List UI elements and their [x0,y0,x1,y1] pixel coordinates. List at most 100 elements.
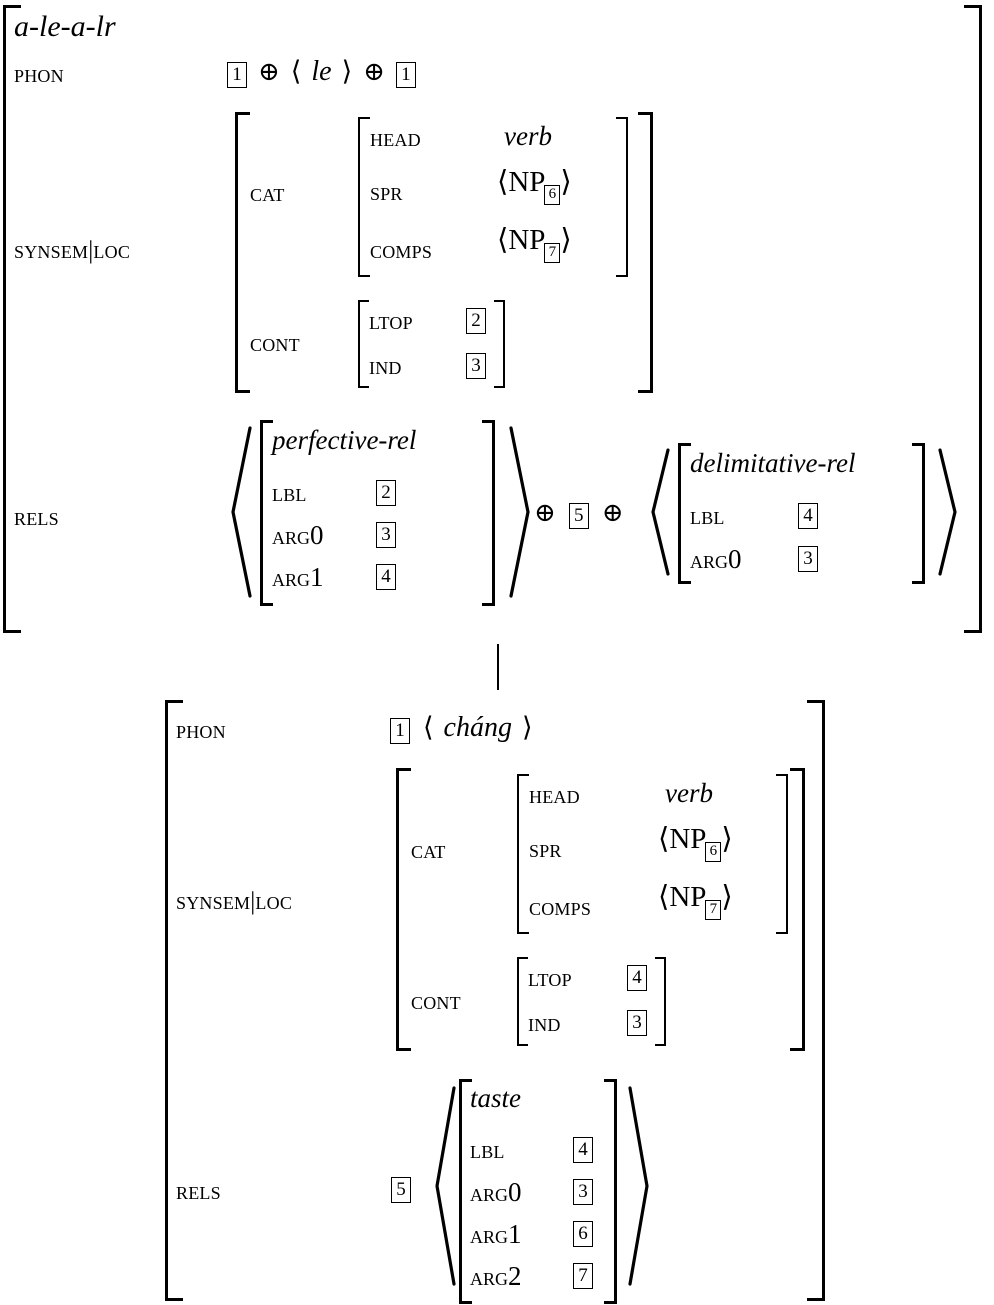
angle-open-icon: ⟨ [497,166,509,198]
phon-tag-right: 1 [395,62,416,88]
angle-close-icon: ⟩ [560,166,572,198]
top-cont-left-bracket [358,300,369,388]
angle-close-icon: ⟩ [560,224,572,256]
arg-word: ARG [470,1264,509,1291]
delimitative-rel-type: delimitative-rel [690,448,856,478]
bottom-spr-label: SPR [529,836,562,863]
arg2-tag: 7 [573,1263,593,1289]
oplus-icon-3: ⊕ [534,498,556,527]
arg-index: 1 [508,1219,522,1249]
top-phon-value: 1 ⊕ ⟨ le ⟩ ⊕ 1 [227,58,416,88]
top-head-value: verb [504,121,552,151]
oplus-icon-1: ⊕ [258,57,280,86]
top-cat-label: CAT [250,180,285,207]
phon-item: le [311,56,332,87]
arg1-tag: 4 [376,564,396,590]
bottom-avm: PHON 1 ⟨ cháng ⟩ SYNSEM|LOC CAT HEAD ver… [0,690,994,1305]
top-ind-value: 3 [466,353,486,379]
arg-word: ARG [690,547,729,574]
bottom-head-label: HEAD [529,782,580,809]
bottom-avm-left-bracket [165,700,183,1301]
bottom-rels-tag: 5 [391,1177,411,1203]
bottom-head-value: verb [665,778,713,808]
taste-arg2-label: ARG2 [470,1261,522,1291]
top-rels-list2-close-icon [936,448,960,576]
oplus-icon-4: ⊕ [601,498,624,527]
bottom-ltop-value: 4 [627,965,647,991]
bottom-rels-close-icon [626,1086,652,1286]
top-synsem-loc-label: SYNSEM|LOC [14,237,131,264]
bottom-ind-label: IND [528,1010,561,1037]
phon-tag-left: 1 [227,62,247,88]
arg-word: ARG [272,565,311,592]
np-index-tag: 7 [705,900,722,920]
arg0-tag: 3 [573,1179,593,1205]
arg-index: 2 [508,1261,522,1291]
bottom-rels-open-icon [432,1086,458,1286]
angle-close-icon: ⟩ [721,823,733,855]
rels-tag: 5 [391,1177,411,1203]
bottom-cat-right-bracket [776,774,788,934]
top-cat-left-bracket [358,117,370,277]
arg-index: 0 [728,544,742,574]
delimitative-rel-right-bracket [912,443,925,584]
taste-lbl-label: LBL [470,1137,505,1164]
bottom-comps-label: COMPS [529,894,592,921]
taste-arg1-label: ARG1 [470,1219,522,1249]
top-head-label: HEAD [370,125,421,152]
top-rels-list1-close-icon [507,426,533,598]
lbl-tag: 4 [573,1137,593,1163]
taste-lbl-value: 4 [573,1137,593,1163]
angle-open-icon: ⟨ [423,712,434,742]
perfective-lbl-label: LBL [272,480,307,507]
delimitative-lbl-value: 4 [798,503,818,529]
taste-arg2-value: 7 [573,1263,593,1289]
np-label: NP [508,166,546,198]
bottom-synsem-right-bracket [790,768,805,1051]
np-label: NP [508,224,546,256]
angle-close-icon: ⟩ [721,881,733,913]
arg-index: 0 [508,1177,522,1207]
perfective-arg0-value: 3 [376,522,396,548]
top-synsem-left-bracket [235,112,250,393]
top-spr-label: SPR [370,179,403,206]
bottom-synsem-left-bracket [396,768,411,1051]
angle-close-icon: ⟩ [521,712,533,742]
bottom-cont-right-bracket [655,957,666,1046]
arg0-tag: 3 [798,546,818,572]
arg-word: ARG [272,523,311,550]
phon-tag: 1 [390,718,410,744]
taste-arg0-label: ARG0 [470,1177,522,1207]
angle-open-icon: ⟨ [658,881,670,913]
arg-word: ARG [470,1180,509,1207]
perfective-lbl-value: 2 [376,480,396,506]
taste-arg1-value: 6 [573,1221,593,1247]
top-phon-label: PHON [14,61,64,88]
lbl-tag: 4 [798,503,818,529]
perfective-arg1-label: ARG1 [272,562,324,592]
arg-word: ARG [470,1222,509,1249]
top-avm-right-bracket [964,5,982,633]
bottom-avm-right-bracket [807,700,825,1301]
angle-open-icon: ⟨ [497,224,509,256]
perfective-rel-type: perfective-rel [272,425,417,455]
arg-index: 1 [310,562,324,592]
np-label: NP [669,823,707,855]
top-ltop-value: 2 [466,308,486,334]
arg1-tag: 6 [573,1221,593,1247]
angle-open-icon: ⟨ [658,823,670,855]
taste-arg0-value: 3 [573,1179,593,1205]
top-rels-label: RELS [14,504,59,531]
perfective-arg1-value: 4 [376,564,396,590]
bottom-rels-label: RELS [176,1178,221,1205]
top-cont-right-bracket [494,300,505,388]
top-comps-label: COMPS [370,237,433,264]
phon-item: cháng [443,712,512,743]
arg0-tag: 3 [376,522,396,548]
bottom-phon-label: PHON [176,717,226,744]
np-label: NP [669,881,707,913]
ltop-tag: 2 [466,308,486,334]
